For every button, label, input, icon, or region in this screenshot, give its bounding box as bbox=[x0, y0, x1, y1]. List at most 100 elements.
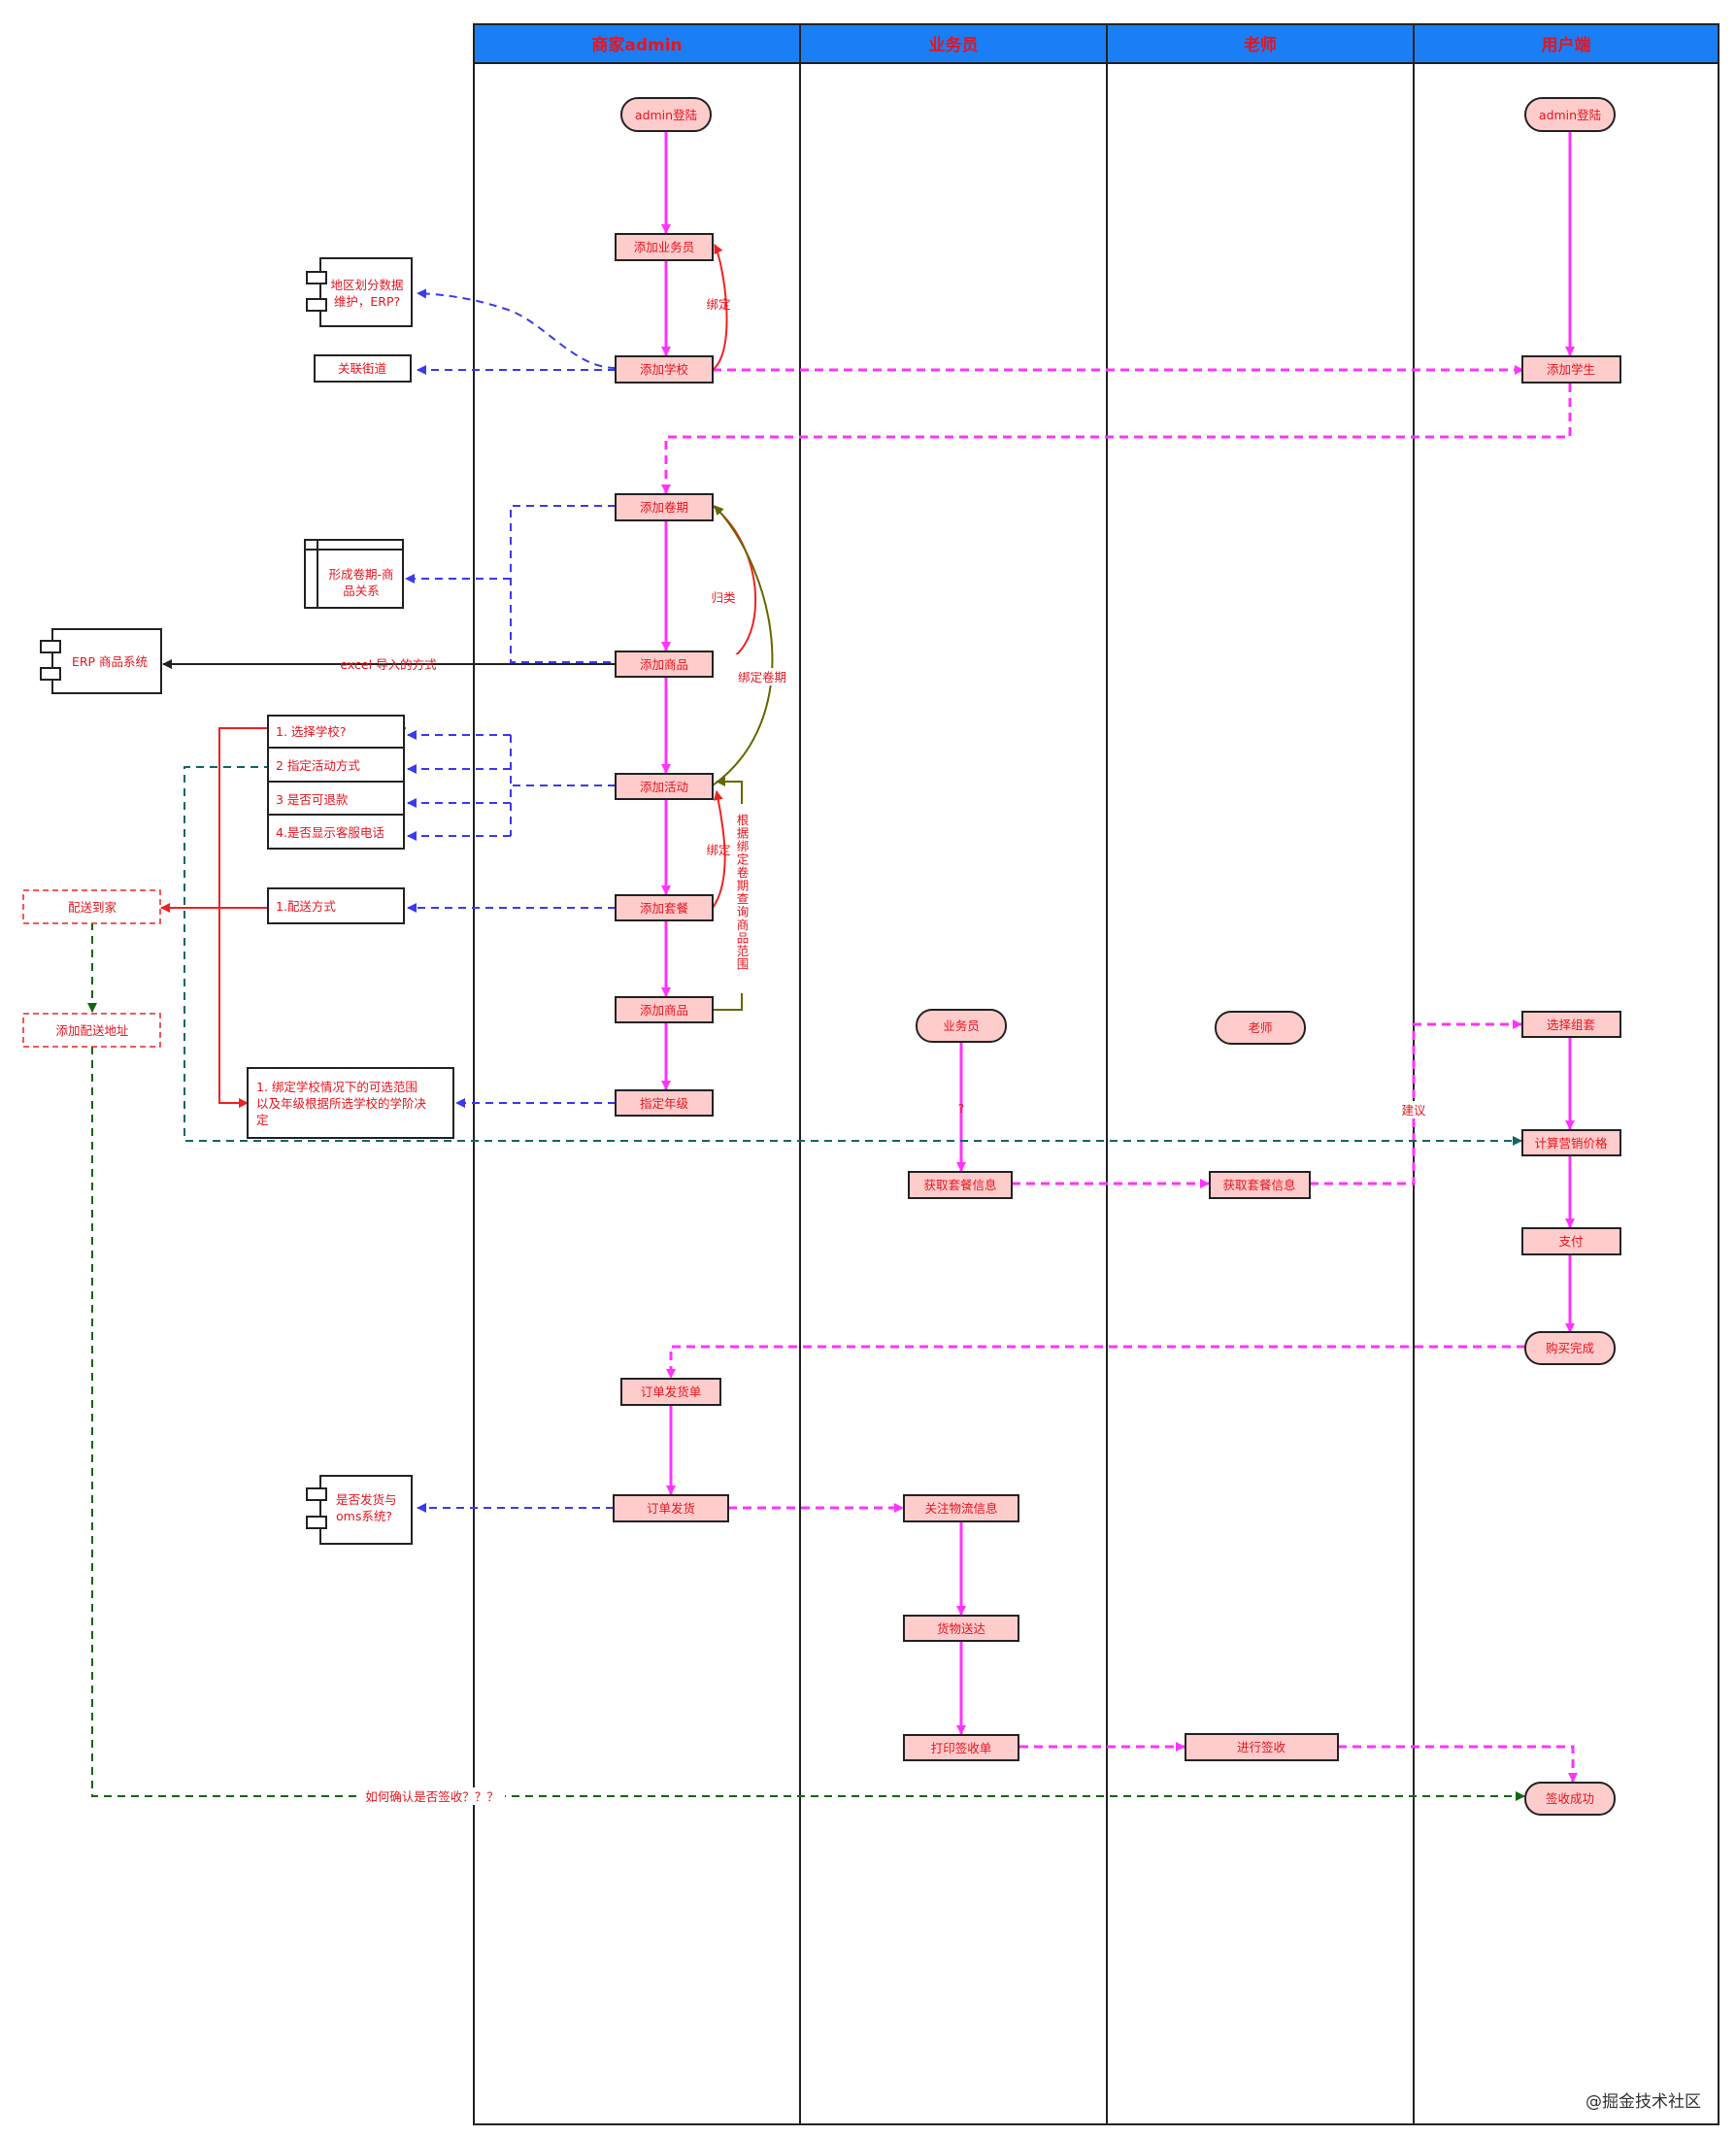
node-purchase-done[interactable] bbox=[1524, 1331, 1616, 1365]
edge-label-bg bbox=[707, 588, 740, 606]
node-track-logistics[interactable] bbox=[903, 1494, 1019, 1522]
edge-address-to-sign-success bbox=[91, 1047, 1525, 1801]
node-teacher-label: 老师 bbox=[1248, 1020, 1272, 1035]
node-print-receipt[interactable] bbox=[903, 1734, 1019, 1761]
node-add-volume[interactable] bbox=[615, 493, 714, 521]
edge-sign-to-success bbox=[1338, 1745, 1578, 1783]
node-admin-login[interactable] bbox=[620, 97, 712, 132]
edge-label-suggest: 建议 bbox=[1401, 1103, 1426, 1118]
box-link-street bbox=[314, 354, 412, 383]
edge-label-classify: 归类 bbox=[711, 590, 736, 605]
node-add-package[interactable] bbox=[615, 894, 714, 921]
lane-title-salesman: 业务员 bbox=[929, 35, 979, 55]
note-volume-goods-line2: 品关系 bbox=[343, 584, 380, 598]
node-order-ship-label: 订单发货 bbox=[647, 1501, 695, 1516]
node-order-ship[interactable] bbox=[613, 1494, 729, 1522]
edge-label-query-range: 根据绑定卷期查询商品范围 bbox=[735, 814, 750, 971]
node-get-package-info-2[interactable] bbox=[1209, 1171, 1311, 1199]
node-add-activity[interactable] bbox=[615, 773, 714, 800]
table-volume-goods bbox=[304, 539, 404, 609]
node-get-package-info-1[interactable] bbox=[908, 1171, 1013, 1199]
node-choose-package-label: 选择组套 bbox=[1547, 1018, 1596, 1032]
edge-add-student-to-add-volume bbox=[661, 384, 1572, 494]
component-tab-icon bbox=[306, 298, 327, 312]
lane-title-merchant-admin: 商家admin bbox=[591, 35, 682, 55]
node-add-salesman-label: 添加业务员 bbox=[634, 240, 695, 254]
box-delivery-mode bbox=[267, 887, 405, 924]
note-region-data-line1: 地区划分数据 bbox=[330, 278, 403, 292]
box-show-phone bbox=[267, 814, 405, 850]
node-add-school[interactable] bbox=[615, 355, 714, 384]
note-refundable: 3 是否可退款 bbox=[276, 792, 349, 807]
note-show-phone: 4.是否显示客服电话 bbox=[276, 825, 384, 840]
node-add-package-label: 添加套餐 bbox=[640, 901, 689, 916]
edge-activity-mode-to-calc-price bbox=[184, 766, 1522, 1146]
edge-bind-activity-volume bbox=[712, 505, 774, 786]
lane-title-user: 用户端 bbox=[1542, 35, 1591, 55]
edge-bind-package-activity bbox=[712, 790, 726, 909]
node-do-sign[interactable] bbox=[1185, 1733, 1339, 1761]
edge-bind-school-salesman bbox=[712, 244, 728, 371]
node-add-school-label: 添加学校 bbox=[640, 362, 689, 377]
edge-label-bind-1: 绑定 bbox=[706, 297, 730, 312]
node-admin-login-label: admin登陆 bbox=[635, 108, 697, 122]
side-notes: 地区划分数据 维护，ERP? 关联街道 形成卷期-商 品关系 ERP 商品系统 … bbox=[22, 257, 454, 1545]
node-add-volume-label: 添加卷期 bbox=[640, 500, 688, 515]
note-activity-mode: 2 指定活动方式 bbox=[276, 758, 360, 773]
node-user-login-label: admin登陆 bbox=[1539, 108, 1601, 122]
note-region-data-line2: 维护，ERP? bbox=[334, 294, 400, 309]
note-bind-school-range-line3: 定 bbox=[256, 1113, 269, 1127]
node-pay-label: 支付 bbox=[1558, 1234, 1583, 1249]
component-erp bbox=[51, 628, 162, 694]
watermark: @掘金技术社区 bbox=[1586, 2092, 1701, 2112]
edge-label-bind-volume: 绑定卷期 bbox=[738, 670, 786, 685]
node-purchase-done-label: 购买完成 bbox=[1546, 1341, 1594, 1355]
note-delivery-mode: 1.配送方式 bbox=[276, 899, 336, 914]
node-print-receipt-label: 打印签收单 bbox=[931, 1741, 992, 1755]
edge-label-bind-2: 绑定 bbox=[706, 843, 730, 857]
edge-done-to-ship-list bbox=[666, 1345, 1525, 1379]
edge-label-bg bbox=[733, 804, 751, 993]
box-bind-school-range bbox=[247, 1067, 454, 1139]
note-volume-goods-line1: 形成卷期-商 bbox=[328, 567, 393, 582]
note-add-address: 添加配送地址 bbox=[55, 1023, 129, 1038]
edge-label-bg bbox=[1398, 1101, 1429, 1119]
node-user-login[interactable] bbox=[1524, 97, 1616, 132]
edges bbox=[87, 131, 1578, 1801]
node-salesman[interactable] bbox=[916, 1009, 1007, 1043]
node-add-salesman[interactable] bbox=[615, 233, 714, 261]
component-tab-icon bbox=[306, 1516, 327, 1529]
node-order-ship-list[interactable] bbox=[620, 1378, 721, 1406]
swimlanes: 商家admin 业务员 老师 用户端 bbox=[473, 23, 1719, 2125]
note-ship-oms-line2: oms系统? bbox=[336, 1509, 392, 1523]
edge-add-school-to-region-data bbox=[417, 288, 617, 369]
node-add-student-label: 添加学生 bbox=[1547, 362, 1595, 377]
node-add-goods-1[interactable] bbox=[615, 651, 714, 678]
edge-labels: 绑定 归类 绑定卷期 绑定 excel 导入的方式 ? 建议 如何确认是否签收？… bbox=[340, 297, 1429, 1805]
node-assign-grade[interactable] bbox=[615, 1089, 714, 1117]
node-pay[interactable] bbox=[1521, 1227, 1621, 1255]
node-add-student[interactable] bbox=[1521, 355, 1621, 384]
edge-volume-goods-to-relation bbox=[510, 505, 616, 663]
node-add-goods-2-label: 添加商品 bbox=[640, 1003, 688, 1018]
note-bind-school-range-line1: 1. 绑定学校情况下的可选范围 bbox=[256, 1080, 417, 1094]
node-sign-success[interactable] bbox=[1524, 1782, 1616, 1816]
note-link-street: 关联街道 bbox=[338, 361, 387, 376]
node-teacher[interactable] bbox=[1215, 1011, 1306, 1045]
node-choose-package[interactable] bbox=[1521, 1011, 1621, 1038]
box-choose-school bbox=[267, 715, 405, 749]
note-choose-school: 1. 选择学校? bbox=[276, 724, 347, 739]
node-sign-success-label: 签收成功 bbox=[1546, 1791, 1594, 1806]
node-track-logistics-label: 关注物流信息 bbox=[924, 1501, 997, 1516]
edge-label-question: ? bbox=[958, 1101, 965, 1116]
node-calc-price[interactable] bbox=[1521, 1129, 1621, 1156]
process-nodes: admin登陆 admin登陆 业务员 老师 购买完成 签收成功 添加业务员 添… bbox=[613, 97, 1621, 1816]
node-add-goods-2[interactable] bbox=[615, 996, 714, 1023]
note-deliver-home: 配送到家 bbox=[68, 900, 117, 915]
box-add-address bbox=[22, 1013, 161, 1048]
node-add-goods-1-label: 添加商品 bbox=[640, 657, 688, 672]
node-calc-price-label: 计算营销价格 bbox=[1534, 1136, 1608, 1151]
node-goods-delivered[interactable] bbox=[903, 1615, 1019, 1642]
lane-title-teacher: 老师 bbox=[1243, 35, 1277, 55]
